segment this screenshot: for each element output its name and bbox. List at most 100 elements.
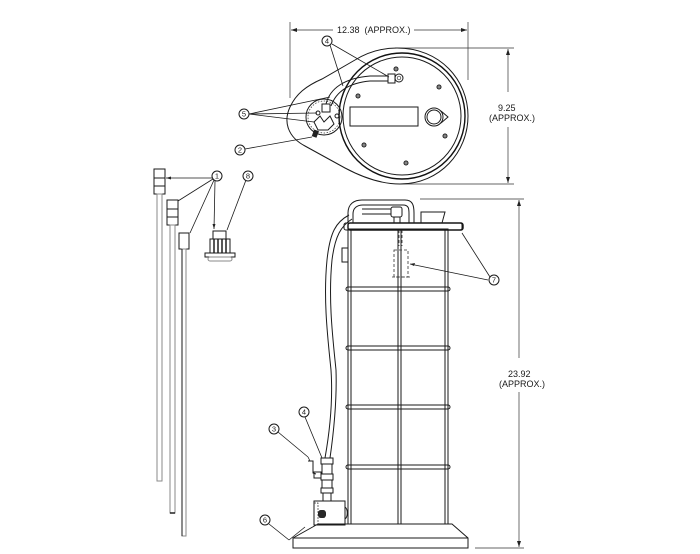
screw-icon <box>355 93 361 99</box>
arrowhead-bottom <box>506 177 510 183</box>
callout-3: 3 <box>268 423 311 462</box>
leader-line <box>331 43 390 78</box>
valve-nut <box>320 473 334 481</box>
tube-stem <box>169 224 176 514</box>
rib <box>345 464 451 470</box>
fill-cap-tab <box>440 110 449 124</box>
base-outline-top <box>286 47 469 185</box>
dip-tubes: 1 <box>153 168 223 537</box>
callout-number: 4 <box>302 408 306 417</box>
hose-fitting-top <box>387 73 396 84</box>
leader-line <box>304 416 323 459</box>
callout-7: 7 <box>409 232 500 286</box>
leader-line <box>248 96 331 115</box>
screw-icon <box>361 142 367 148</box>
callout-number: 7 <box>492 276 496 285</box>
screw-icon <box>442 133 448 139</box>
callout-bubble <box>238 108 250 120</box>
leader-line <box>268 523 290 541</box>
rib <box>345 286 451 292</box>
pump-handle-port <box>311 129 319 138</box>
leader-line <box>244 136 313 150</box>
depth-dimension: 9.25 (APPROX.) <box>395 47 535 185</box>
valve-assembly <box>308 457 348 526</box>
hose-top-inner <box>330 80 388 107</box>
arrowhead-right <box>461 28 467 32</box>
pump-block <box>313 500 346 526</box>
width-dimension-label: 12.38 (APPROX.) <box>337 25 411 35</box>
hose-loop <box>347 199 415 224</box>
leader-line <box>329 44 344 87</box>
callout-bubble <box>268 423 280 435</box>
hose-elbow <box>321 103 331 113</box>
fill-cap-inner <box>426 109 442 125</box>
pump-screw <box>334 113 340 119</box>
callout-number: 4 <box>325 37 329 46</box>
hose-outer <box>324 214 350 459</box>
tube-cap <box>166 199 179 210</box>
width-dimension: 12.38 (APPROX.) <box>289 22 469 98</box>
callout-2-top: 2 <box>234 136 313 156</box>
pump-flange <box>305 98 343 136</box>
leader-line <box>213 180 216 230</box>
arrowhead <box>166 176 171 180</box>
callout-4-top: 4 <box>321 35 390 87</box>
tube-collar <box>166 216 179 226</box>
valve-body <box>321 479 333 489</box>
adapter-neck <box>212 230 227 240</box>
rib <box>345 345 451 351</box>
tube-collar <box>153 185 166 195</box>
pump-spring-coils <box>319 510 325 518</box>
callout-bubble <box>488 274 500 286</box>
callout-bubble <box>321 35 333 47</box>
tube-cap-lower <box>166 208 179 218</box>
lid-handle <box>420 211 446 224</box>
callout-4-front: 4 <box>298 406 323 459</box>
screw-icon <box>403 160 409 166</box>
leader-line <box>248 113 315 123</box>
base-plate <box>292 523 469 549</box>
pump-valve-body <box>313 115 335 131</box>
arrowhead <box>410 263 415 266</box>
callout-bubble <box>211 170 223 182</box>
leader-line <box>248 112 318 115</box>
hose-loop-outer <box>347 199 415 223</box>
depth-dimension-note: (APPROX.) <box>489 113 535 123</box>
arrowhead-bottom <box>517 541 521 547</box>
hose-top-outer <box>325 75 388 105</box>
adapter-seal <box>207 256 233 262</box>
hose-ring-hole <box>396 75 402 81</box>
screw-icon <box>393 66 399 72</box>
callout-bubble <box>298 406 310 418</box>
internal-float <box>393 249 409 278</box>
callout-5-top: 5 <box>238 96 331 123</box>
adapter-body <box>209 238 231 254</box>
height-dimension-note: (APPROX.) <box>499 379 545 389</box>
pump-block-plug <box>344 506 348 520</box>
hose-inner <box>329 218 353 459</box>
callout-bubble <box>242 170 254 182</box>
leader-line <box>409 263 489 281</box>
height-dimension: 23.92 (APPROX.) <box>420 198 545 549</box>
canister-ribs <box>345 286 451 470</box>
elbow-fitting-base <box>393 216 401 224</box>
callout-number: 1 <box>215 172 219 181</box>
callout-1: 1 <box>166 170 223 234</box>
front-view: 23.92 (APPROX.) <box>259 198 545 549</box>
pump-head <box>305 98 343 138</box>
valve-lever-pivot <box>313 471 322 479</box>
callout-bubble <box>259 514 271 526</box>
tube-stem <box>181 248 187 537</box>
callout-8: 8 <box>226 170 254 231</box>
callout-number: 2 <box>238 146 242 155</box>
callout-6: 6 <box>259 514 306 541</box>
depth-dimension-value: 9.25 <box>498 103 516 113</box>
tube-stem <box>156 193 163 482</box>
hose-loop-inner <box>352 204 410 223</box>
pump-block-section <box>314 502 319 525</box>
tube-cap-lower <box>153 177 166 187</box>
tube-cap <box>153 168 166 179</box>
height-dimension-value: 23.92 <box>508 369 531 379</box>
canister-rim-inner <box>342 56 462 176</box>
